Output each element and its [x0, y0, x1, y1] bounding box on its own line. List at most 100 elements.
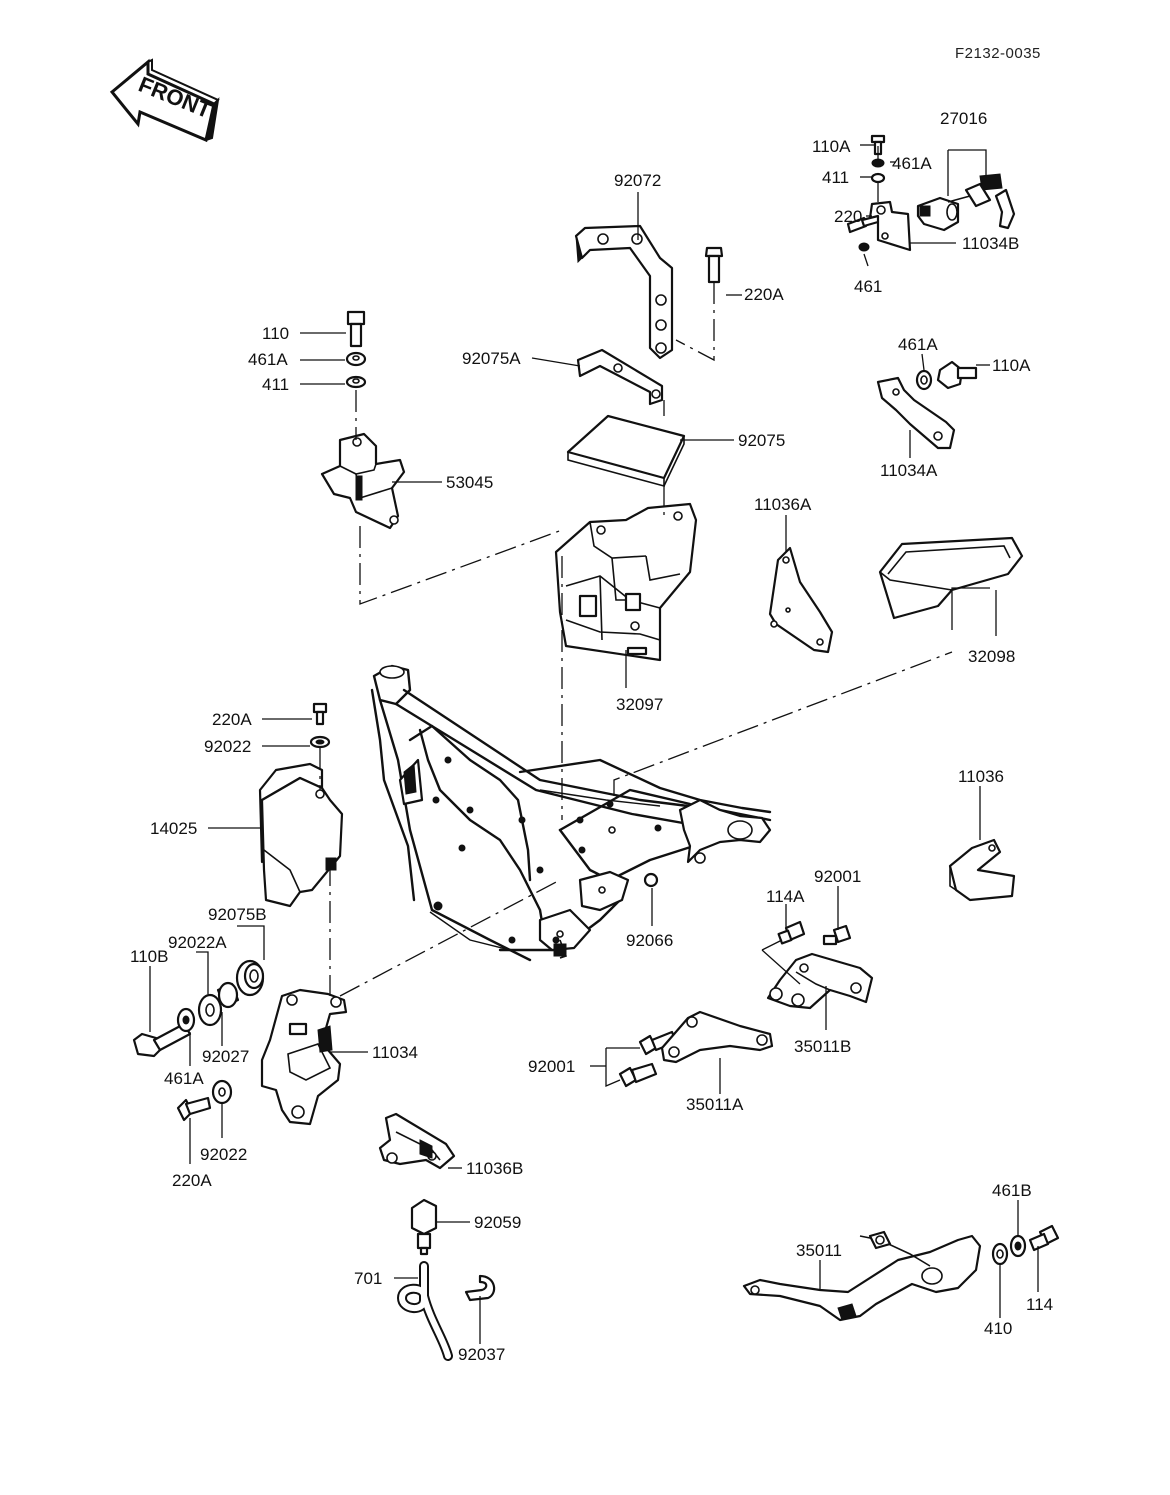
- washer-411-left: [345, 375, 367, 389]
- label-92075: 92075: [738, 431, 785, 450]
- label-701: 701: [354, 1269, 382, 1288]
- front-arrow-icon: FRONT: [109, 58, 220, 143]
- label-110: 110: [262, 324, 289, 343]
- nut-461a-bl: [176, 1007, 196, 1033]
- washer-92022a: [197, 993, 223, 1027]
- screw-220a-mid: [312, 702, 328, 726]
- label-92001-low: 92001: [528, 1057, 575, 1076]
- grommet-92075b: [235, 959, 265, 997]
- label-14025: 14025: [150, 819, 197, 838]
- label-27016: 27016: [940, 109, 987, 128]
- label-35011: 35011: [796, 1241, 842, 1260]
- label-11034b: 11034B: [962, 234, 1019, 253]
- label-92075a: 92075A: [462, 349, 521, 368]
- bracket-11034: [260, 988, 348, 1126]
- label-32097: 32097: [616, 695, 663, 714]
- washer-410: [991, 1242, 1009, 1266]
- label-461a-tr: 461A: [892, 154, 932, 173]
- label-461a-left: 461A: [248, 350, 288, 369]
- bolt-110b: [132, 1022, 192, 1058]
- label-461b: 461B: [992, 1181, 1032, 1200]
- relay-bracket-53045: [320, 432, 406, 530]
- label-461a-right: 461A: [898, 335, 938, 354]
- nut-461a-right: [915, 369, 933, 391]
- bracket-35011b: [766, 952, 874, 1010]
- battery-case: [554, 502, 698, 662]
- plate-11036a: [768, 546, 834, 654]
- label-92059: 92059: [474, 1213, 521, 1232]
- label-220a-top: 220A: [744, 285, 784, 304]
- label-411-left: 411: [262, 375, 289, 394]
- label-461a-bl: 461A: [164, 1069, 204, 1088]
- clip-92037: [464, 1274, 496, 1302]
- label-92075b: 92075B: [208, 905, 267, 924]
- bolt-110a-right: [936, 360, 978, 390]
- diagram-code: F2132-0035: [955, 45, 1041, 62]
- bracket-11034a: [876, 376, 956, 450]
- leader-lines: [149, 144, 1039, 1344]
- washer-92022-mid: [309, 735, 331, 749]
- label-11036a: 11036A: [754, 495, 812, 514]
- motorcycle-frame: [370, 664, 772, 962]
- label-110b: 110B: [130, 947, 168, 966]
- label-35011b: 35011B: [794, 1037, 851, 1056]
- label-114a: 114A: [766, 887, 805, 906]
- part-labels: 92072 220A 92075A 92075 110 461A 411 530…: [130, 109, 1053, 1364]
- label-410: 410: [984, 1319, 1012, 1338]
- assembly-lines: [319, 146, 953, 997]
- label-220-tr: 220: [834, 207, 862, 226]
- bracket-11036: [948, 838, 1016, 902]
- bolt-92001-lower: [618, 1062, 658, 1088]
- nut-461-tr: [858, 242, 870, 252]
- battery-hold-bracket: [574, 224, 674, 360]
- fitting-92059: [410, 1198, 438, 1256]
- label-11034a: 11034A: [880, 461, 938, 480]
- label-110a-right: 110A: [992, 356, 1031, 375]
- label-92022a: 92022A: [168, 933, 227, 952]
- label-411-tr: 411: [822, 168, 849, 187]
- bolt-110: [346, 310, 366, 348]
- lock-cylinder-27016: [916, 196, 960, 232]
- bracket-35011a: [660, 1010, 774, 1064]
- label-92027: 92027: [202, 1047, 249, 1066]
- bolt-92001-upper: [638, 1030, 678, 1056]
- nut-461a-left: [345, 351, 367, 367]
- battery-plate-92075: [566, 414, 686, 488]
- screw-220a-bl: [176, 1096, 212, 1122]
- label-110a-tr: 110A: [812, 137, 851, 156]
- nut-461b: [1009, 1234, 1027, 1258]
- washer-411-tr: [870, 172, 886, 184]
- label-92072: 92072: [614, 171, 661, 190]
- label-92022-mid: 92022: [204, 737, 251, 756]
- label-11036: 11036: [958, 767, 1004, 786]
- lock-bracket-11034b: [868, 200, 912, 252]
- collar-92027: [216, 981, 240, 1009]
- screw-220-tr: [846, 214, 880, 234]
- label-114: 114: [1026, 1295, 1053, 1314]
- label-220a-bl: 220A: [172, 1171, 212, 1190]
- nut-461a-tr: [871, 158, 885, 168]
- battery-pad-92075a: [576, 348, 664, 406]
- label-220a-mid: 220A: [212, 710, 252, 729]
- label-461-tr: 461: [854, 277, 882, 296]
- hose-701: [396, 1261, 453, 1361]
- stand-35011: [742, 1230, 982, 1322]
- label-92001-right: 92001: [814, 867, 861, 886]
- label-35011a: 35011A: [686, 1095, 744, 1114]
- label-92066: 92066: [626, 931, 673, 950]
- label-32098: 32098: [968, 647, 1015, 666]
- label-92037: 92037: [458, 1345, 505, 1364]
- washer-92022-bl: [211, 1079, 233, 1105]
- grommet-92066: [643, 872, 659, 888]
- screw-220a-top: [704, 246, 724, 284]
- label-11036b: 11036B: [466, 1159, 523, 1178]
- label-92022-bl: 92022: [200, 1145, 247, 1164]
- bolt-92001-right: [822, 924, 852, 946]
- label-53045: 53045: [446, 473, 493, 492]
- label-11034: 11034: [372, 1043, 418, 1062]
- bracket-11036b: [378, 1112, 456, 1170]
- cover-14025: [258, 762, 344, 908]
- tool-tray-32098: [878, 536, 1024, 620]
- bolt-114a: [777, 920, 806, 945]
